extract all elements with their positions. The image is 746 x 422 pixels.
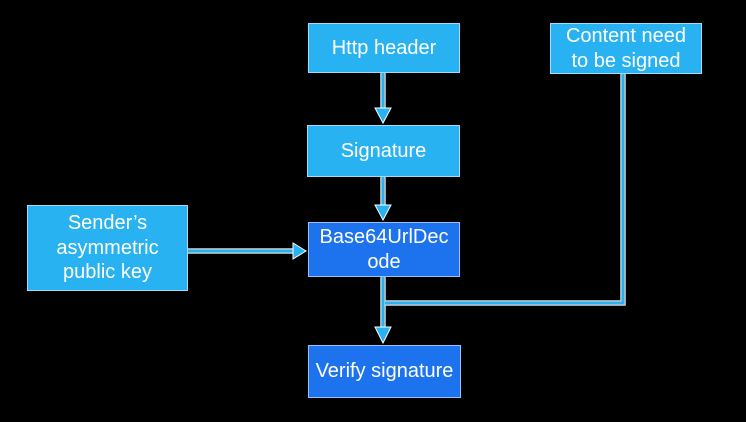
node-base64urldecode: Base64UrlDecode <box>308 222 460 277</box>
node-verify-signature: Verify signature <box>308 345 461 398</box>
node-signature: Signature <box>307 125 460 177</box>
node-sender-asymmetric-public-key: Sender’s asymmetric public key <box>27 205 188 291</box>
arrowhead-into-base64-left <box>292 242 307 260</box>
arrowhead-into-verify <box>374 326 392 345</box>
node-http-header: Http header <box>308 23 460 73</box>
node-content-need-to-be-signed: Content need to be signed <box>550 23 702 74</box>
connector-content-to-merge <box>385 74 625 305</box>
arrowhead-into-base64 <box>374 204 392 222</box>
arrowhead-into-signature <box>374 107 392 125</box>
